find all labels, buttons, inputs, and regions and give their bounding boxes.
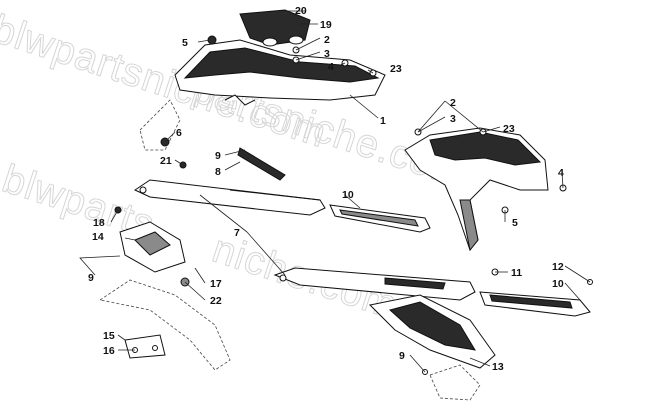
callout-2: 2 [324,34,330,46]
callout-17: 17 [210,278,222,290]
callout-13: 13 [492,361,504,373]
callout-labels: 20 19 5 2 3 4 23 1 2 3 23 6 9 8 21 4 10 … [88,5,564,373]
rail-bracket-part-10-lower [479,291,591,317]
callout-3: 3 [324,48,330,60]
callout-1: 1 [380,115,386,127]
callout-9: 9 [88,272,94,284]
leader-lines [79,10,591,373]
callout-9: 9 [399,350,405,362]
left-bracket-part-14 [98,221,231,371]
rail-bracket-part-10-upper [329,204,431,233]
callout-8: 8 [215,166,221,178]
hood-panel-part-1 [139,9,386,151]
callout-23: 23 [503,123,515,135]
callout-10: 10 [342,189,354,201]
plate-part-15 [124,334,166,359]
callout-5: 5 [512,217,518,229]
callout-9: 9 [215,150,221,162]
callout-14: 14 [92,231,104,243]
callout-18: 18 [93,217,105,229]
callout-10: 10 [552,278,564,290]
callout-23: 23 [390,63,402,75]
lower-rail-part-7 [273,267,476,301]
step-plate-part-13 [368,294,496,401]
callout-3: 3 [450,113,456,125]
callout-5: 5 [182,37,188,49]
callout-4: 4 [328,61,334,73]
callout-15: 15 [103,330,115,342]
callout-4: 4 [558,167,564,179]
callout-6: 6 [176,127,182,139]
callout-21: 21 [160,155,172,167]
callout-7: 7 [234,227,240,239]
side-cover [404,127,549,252]
callout-22: 22 [210,295,222,307]
callout-11: 11 [511,267,522,279]
callout-12: 12 [552,261,564,273]
callout-2: 2 [450,97,456,109]
callout-19: 19 [320,19,332,31]
callout-20: 20 [295,5,307,17]
callout-16: 16 [103,345,115,357]
upper-rail-part-7 [133,147,326,216]
